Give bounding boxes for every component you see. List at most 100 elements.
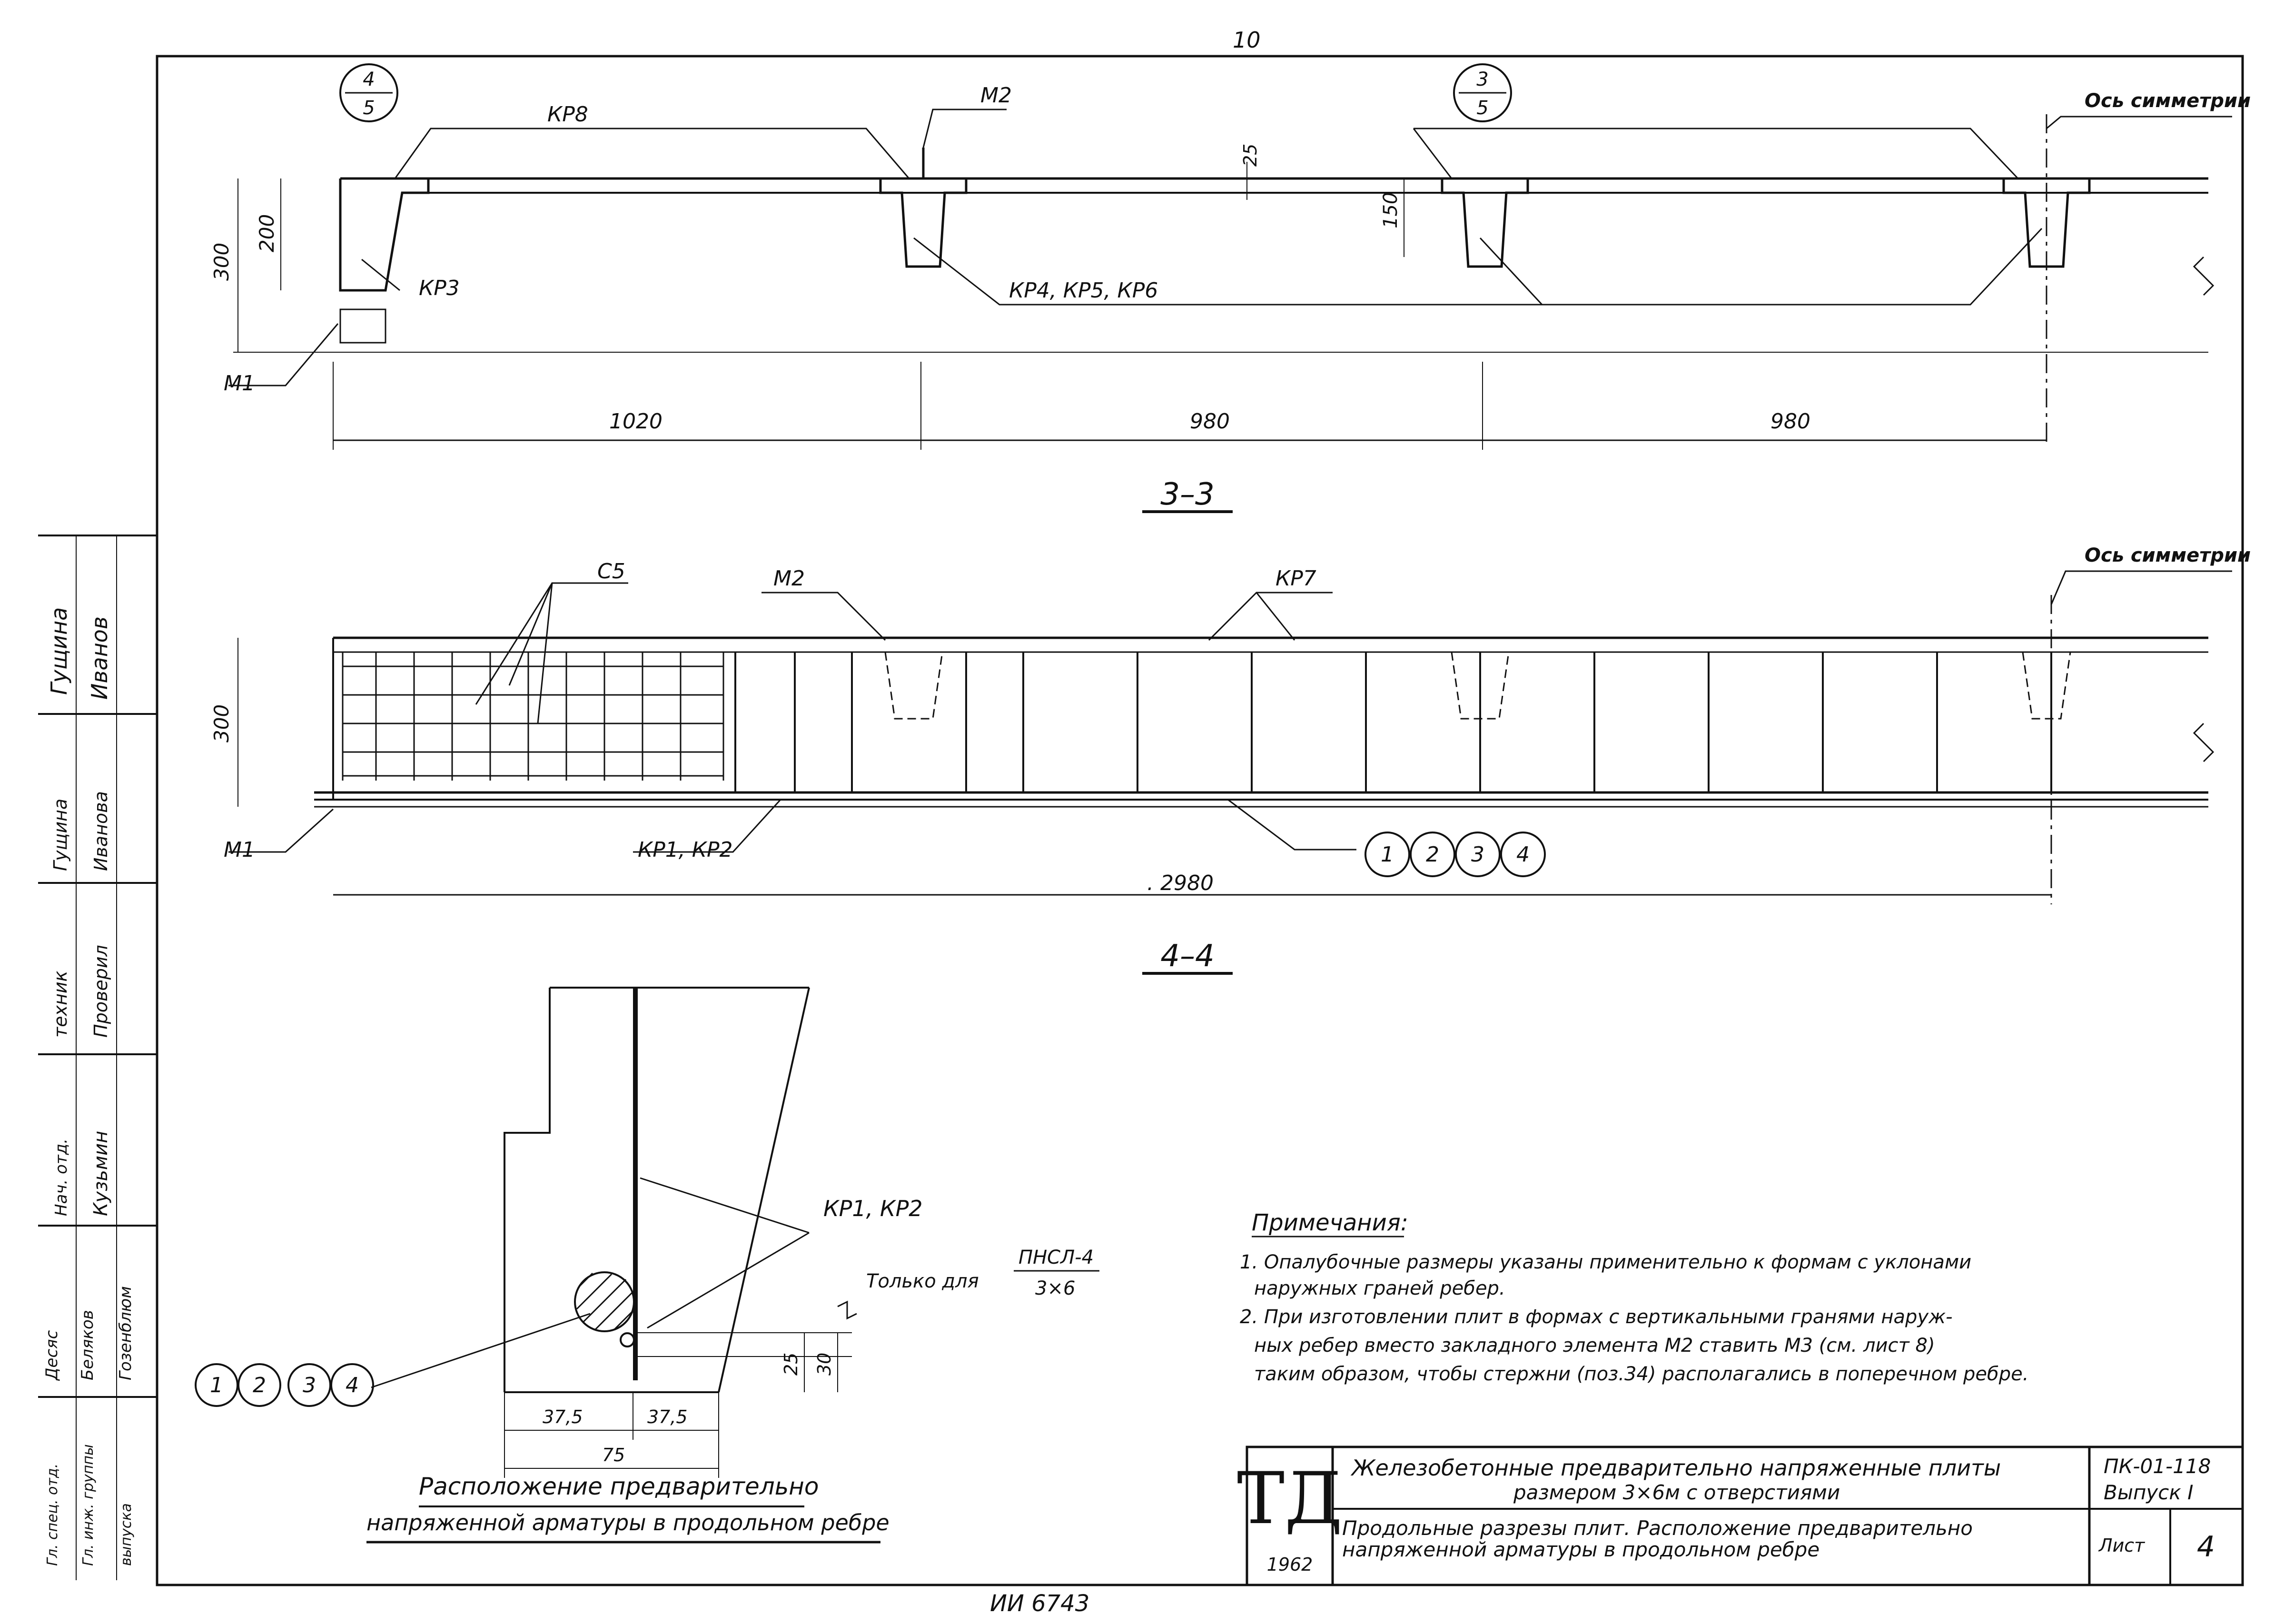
axis-leader-3-3 xyxy=(2046,116,2080,129)
stamp-row6-role: Гл. спец. отд. xyxy=(44,1464,61,1566)
title-block-sheet-no: 4 xyxy=(2197,1530,2215,1564)
stamp-row5-sign: Гозенблюм xyxy=(116,1286,135,1380)
pos-2-4-4: 2 xyxy=(1426,842,1439,867)
rib-detail-labels: КР1, КР2 Только для ПНСЛ-4 3×6 25 30 37,… xyxy=(210,1196,1099,1535)
title-block-subtitle-2: напряженной арматуры в продольном ребре xyxy=(1342,1538,1819,1561)
kr12-leader-4-4 xyxy=(633,799,781,853)
kr456-leader xyxy=(913,228,2043,306)
only-for-arrow xyxy=(837,1300,857,1320)
label-m1-4-4: М1 xyxy=(224,838,255,862)
label-c5: С5 xyxy=(597,559,625,584)
dim-980-a: 980 xyxy=(1190,409,1230,434)
dim-980-b: 980 xyxy=(1770,409,1810,434)
positions-leader-detail xyxy=(371,1313,591,1388)
bottom-stamp: ИИ 6743 xyxy=(990,1590,1089,1617)
pos-circle-2 xyxy=(1410,832,1455,877)
notes-line-3: 2. При изготовлении плит в формах с верт… xyxy=(1240,1306,1953,1328)
dim-300-3-3: 300 xyxy=(210,243,233,281)
stamp-row6-sign: выпуска xyxy=(118,1503,135,1566)
pos-circle-4 xyxy=(1500,832,1546,877)
rib-outline-left xyxy=(504,988,551,1392)
stamp-row1-role: Гущина xyxy=(46,607,72,695)
edge-rib xyxy=(339,178,430,292)
section-3-3-title: 3–3 xyxy=(1160,477,1214,512)
m2-leader xyxy=(922,109,1007,148)
kr456-leader-2 xyxy=(1479,237,1543,306)
rib-detail-drawing xyxy=(195,987,880,1544)
title-block-subtitle-1: Продольные разрезы плит. Расположение пр… xyxy=(1342,1516,1973,1540)
m1-leader-4-4 xyxy=(228,808,334,853)
kr7-leader-a xyxy=(1208,592,1333,641)
rib-2 xyxy=(1441,178,1529,268)
c5-mesh xyxy=(342,652,724,781)
notes-line-1: 1. Опалубочные размеры указаны примените… xyxy=(1240,1251,1971,1273)
sheet-top-mark: 10 xyxy=(1233,27,1261,53)
small-wire xyxy=(620,1332,635,1347)
label-kr3: КР3 xyxy=(419,276,460,300)
only-for-den: 3×6 xyxy=(1035,1277,1075,1299)
label-kr456: КР4, КР5, КР6 xyxy=(1009,278,1158,303)
title-block-title-2: размером 3×6м с отверстиями xyxy=(1513,1481,1840,1504)
title-block-code: ПК-01-118 xyxy=(2104,1455,2211,1478)
kr3-leader xyxy=(361,258,400,291)
section-3-3-drawing xyxy=(228,63,2232,513)
callout-3-5-num: 3 xyxy=(1476,69,1488,90)
dim-2980: . 2980 xyxy=(1147,871,1214,895)
callout-3-5-den: 5 xyxy=(1476,97,1488,119)
positions-leader-4-4 xyxy=(1227,799,1356,851)
detail-pos-circle-2 xyxy=(237,1363,281,1407)
section-4-4-drawing xyxy=(228,570,2232,975)
label-m1-3-3: М1 xyxy=(224,371,255,396)
detail-pos-4: 4 xyxy=(346,1373,359,1397)
rib-outline-right xyxy=(718,987,810,1393)
axis-leader-4-4 xyxy=(2050,570,2080,605)
kr12-leader-a xyxy=(640,1177,810,1234)
detail-dim-37-b: 37,5 xyxy=(647,1406,688,1427)
notes-line-5: таким образом, чтобы стержни (поз.34) ра… xyxy=(1254,1363,2028,1385)
stamp-row5-name: Беляков xyxy=(78,1310,97,1380)
kr8-leader xyxy=(394,128,910,179)
section-4-4-labels: С5 М2 КР7 Ось симметрии 300 М1 КР1, КР2 … xyxy=(210,545,2251,974)
detail-pos-1: 1 xyxy=(210,1373,223,1397)
break-line-4-4 xyxy=(2193,723,2215,762)
label-m2-3-3: М2 xyxy=(980,83,1012,108)
c5-leader-a xyxy=(508,582,628,686)
kr7-leader-b xyxy=(1256,592,1295,641)
detail-caption-2: напряженной арматуры в продольном ребре xyxy=(366,1510,890,1535)
side-stamp: Гущина Иванов Гущина Иванова техник Пров… xyxy=(38,535,157,1580)
title-block-issue: Выпуск I xyxy=(2104,1481,2194,1504)
dim-25-3-3: 25 xyxy=(1240,144,1261,167)
stamp-row3-name: Проверил xyxy=(90,945,111,1038)
strand-hatching xyxy=(576,1272,633,1331)
label-axis-4-4: Ось симметрии xyxy=(2085,545,2251,566)
only-for-num: ПНСЛ-4 xyxy=(1018,1247,1094,1268)
notes-line-2: наружных граней ребер. xyxy=(1254,1277,1505,1299)
detail-dim-37-a: 37,5 xyxy=(543,1406,583,1427)
pos-circle-3 xyxy=(1455,832,1501,877)
dashed-rib-3 xyxy=(2022,652,2071,720)
pos-circle-1 xyxy=(1365,832,1410,877)
pos-4-4-4: 4 xyxy=(1516,842,1530,867)
dim-150-3-3: 150 xyxy=(1380,192,1402,228)
dim-300-4-4: 300 xyxy=(210,704,233,743)
stamp-row2-role: Гущина xyxy=(50,799,71,871)
notes-line-4: ных ребер вместо закладного элемента М2 … xyxy=(1254,1335,1935,1357)
stamp-row1-sign: Иванов xyxy=(87,616,112,700)
stamp-row6-name: Гл. инж. группы xyxy=(80,1444,97,1566)
m2-leader-4-4 xyxy=(761,592,886,641)
stamp-row4-sign: Кузьмин xyxy=(90,1131,112,1216)
detail-pos-circle-4 xyxy=(330,1363,374,1407)
callout-4-5-den: 5 xyxy=(363,97,375,119)
detail-pos-3: 3 xyxy=(303,1373,316,1397)
pos-3-4-4: 3 xyxy=(1471,842,1484,867)
section-3-3-labels: 4 5 3 5 КР8 М2 Ось симметрии 25 300 200 … xyxy=(210,69,2251,512)
rib-1 xyxy=(879,178,968,268)
m1-embed-plate xyxy=(339,308,386,344)
dashed-rib-1 xyxy=(884,652,943,720)
stamp-row3-role: техник xyxy=(50,970,71,1038)
title-block-frame xyxy=(1246,1446,2244,1586)
kr8-leader-3 xyxy=(1414,128,2019,179)
m1-leader-3-3 xyxy=(228,323,339,386)
title-block: ТД 1962 Железобетонные предварительно на… xyxy=(1237,1446,2244,1586)
